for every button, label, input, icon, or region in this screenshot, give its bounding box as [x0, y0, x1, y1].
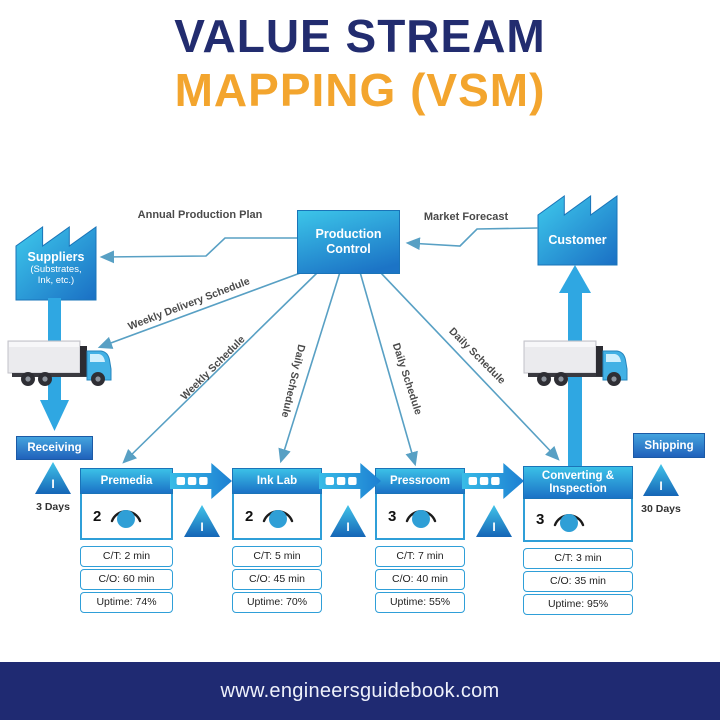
operator-count: 2 — [93, 507, 102, 525]
production-control-label: Production Control — [315, 227, 382, 256]
uptime: Uptime: 95% — [523, 594, 633, 615]
changeover-time: C/O: 40 min — [375, 569, 465, 590]
receiving-box: Receiving — [16, 436, 93, 460]
operator-box: 3 — [375, 494, 465, 540]
customer-label: Customer — [548, 233, 607, 247]
uptime: Uptime: 74% — [80, 592, 173, 613]
production-control-box: Production Control — [297, 210, 400, 274]
process-title: Pressroom — [375, 468, 465, 494]
uptime: Uptime: 55% — [375, 592, 465, 613]
process-premedia: Premedia 2 C/T: 2 min C/O: 60 min Uptime… — [80, 468, 173, 613]
suppliers-factory-icon — [15, 226, 97, 301]
shipping-box: Shipping — [633, 433, 705, 458]
push-arrow-2 — [319, 463, 381, 499]
operator-count: 3 — [388, 507, 397, 525]
operator-count: 3 — [536, 511, 545, 528]
cycle-time: C/T: 3 min — [523, 548, 633, 569]
operator-box: 2 — [232, 494, 322, 540]
operator-box: 2 — [80, 494, 173, 540]
operator-box: 3 — [523, 499, 633, 542]
push-arrow-1 — [170, 463, 232, 499]
annual-production-plan-label: Annual Production Plan — [137, 209, 263, 221]
suppliers-detail-1: (Substrates, — [30, 264, 82, 275]
process-converting-inspection: Converting & Inspection 3 C/T: 3 min C/O… — [523, 466, 633, 615]
customer-factory-icon — [537, 195, 618, 266]
process-title: Converting & Inspection — [523, 466, 633, 499]
outbound-days-label: 30 Days — [641, 503, 681, 515]
cycle-time: C/T: 7 min — [375, 546, 465, 567]
daily-schedule-arrow-pressroom — [359, 271, 418, 467]
operator-gauge-icon — [406, 510, 437, 528]
website-url: www.engineersguidebook.com — [220, 679, 500, 702]
outbound-material-arrow — [559, 265, 591, 470]
cycle-time: C/T: 2 min — [80, 546, 173, 567]
weekly-delivery-schedule-arrow — [97, 271, 304, 349]
suppliers-name: Suppliers — [27, 250, 85, 264]
push-arrow-3 — [462, 463, 524, 499]
annual-production-plan-arrow — [99, 237, 297, 264]
market-forecast-arrow — [405, 227, 539, 251]
weekly-schedule-arrow — [122, 271, 319, 464]
cycle-time: C/T: 5 min — [232, 546, 322, 567]
changeover-time: C/O: 35 min — [523, 571, 633, 592]
operator-gauge-icon — [111, 510, 142, 528]
changeover-time: C/O: 60 min — [80, 569, 173, 590]
footer-bar: www.engineersguidebook.com — [0, 662, 720, 720]
changeover-time: C/O: 45 min — [232, 569, 322, 590]
market-forecast-label: Market Forecast — [423, 211, 509, 223]
page-title-line1: VALUE STREAM — [174, 10, 546, 62]
process-title: Premedia — [80, 468, 173, 494]
process-ink-lab: Ink Lab 2 C/T: 5 min C/O: 45 min Uptime:… — [232, 468, 322, 613]
process-title: Ink Lab — [232, 468, 322, 494]
uptime: Uptime: 70% — [232, 592, 322, 613]
daily-schedule-arrow-converting — [379, 271, 560, 461]
operator-gauge-icon — [554, 513, 585, 532]
daily-schedule-arrow-ink-lab — [278, 271, 341, 464]
process-pressroom: Pressroom 3 C/T: 7 min C/O: 40 min Uptim… — [375, 468, 465, 613]
operator-count: 2 — [245, 507, 254, 525]
operator-gauge-icon — [263, 510, 294, 528]
suppliers-detail-2: Ink, etc.) — [37, 275, 75, 286]
suppliers-label: Suppliers (Substrates, Ink, etc.) — [16, 250, 96, 286]
page-title-line2: MAPPING (VSM) — [174, 64, 546, 116]
inbound-days-label: 3 Days — [36, 501, 70, 513]
